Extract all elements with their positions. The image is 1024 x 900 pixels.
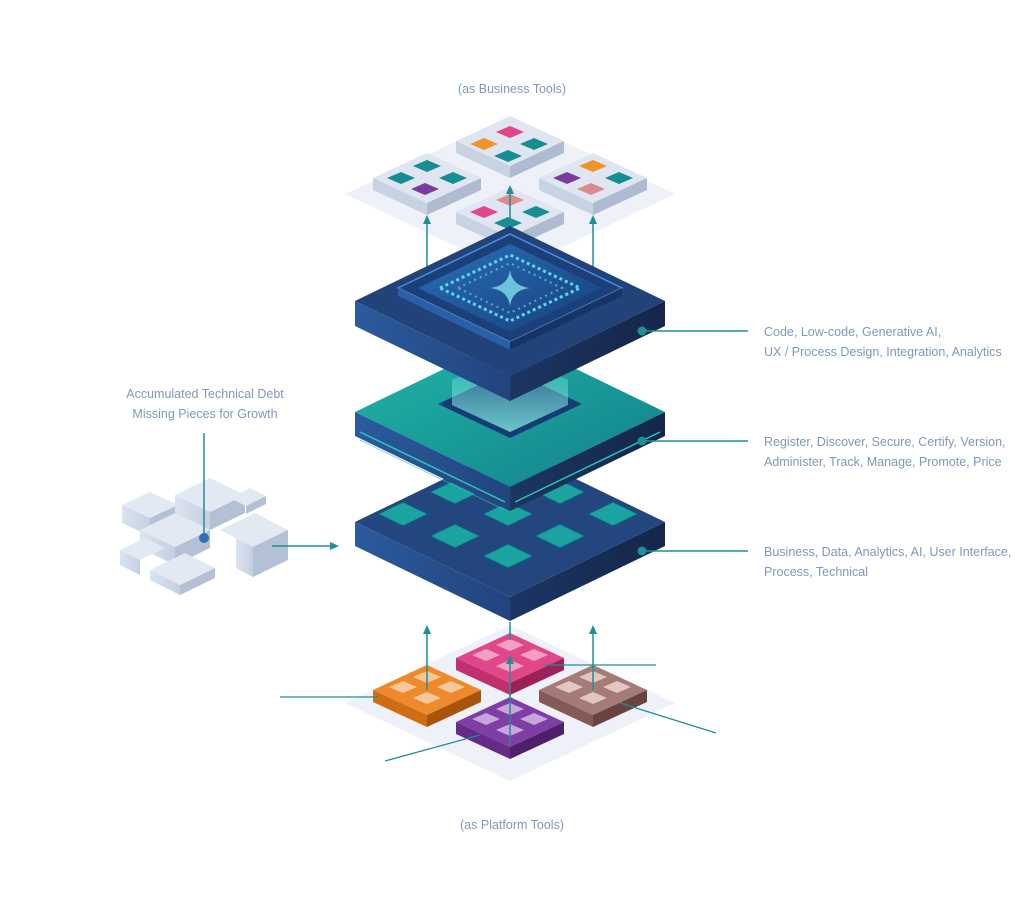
- debt-arrow: [272, 542, 339, 550]
- technical-debt-blocks: [120, 478, 288, 595]
- platform-tool-block: [456, 633, 564, 695]
- governance-layer-line2: Administer, Track, Manage, Promote, Pric…: [764, 455, 1002, 469]
- component-chips: [376, 479, 640, 569]
- business-tool-block: [539, 153, 647, 215]
- external-tool-lines: [280, 664, 717, 762]
- layer-connectors: [637, 326, 748, 556]
- processor-chip: [396, 233, 624, 350]
- platform-tools-caption: (as Platform Tools): [460, 818, 564, 832]
- debt-label-line2: Missing Pieces for Growth: [132, 407, 278, 421]
- business-tools-caption: (as Business Tools): [457, 82, 567, 96]
- development-layer-line1: Code, Low-code, Generative AI,: [764, 325, 942, 339]
- platform-tool-block: [373, 665, 481, 727]
- layer-development-slab: [355, 226, 665, 401]
- business-tool-block: [373, 153, 481, 215]
- technical-debt-label: Accumulated Technical Debt Missing Piece…: [100, 384, 310, 424]
- debt-marker-dot: [199, 533, 209, 543]
- components-layer-label: Business, Data, Analytics, AI, User Inte…: [764, 542, 1011, 582]
- development-layer-label: Code, Low-code, Generative AI, UX / Proc…: [764, 322, 1002, 362]
- governance-layer-line1: Register, Discover, Secure, Certify, Ver…: [764, 435, 1006, 449]
- upward-arrows-bottom: [423, 622, 597, 745]
- business-tool-block: [456, 116, 564, 178]
- governance-layer-label: Register, Discover, Secure, Certify, Ver…: [764, 432, 1006, 472]
- debt-pointer: [199, 433, 209, 543]
- components-layer-line1: Business, Data, Analytics, AI, User Inte…: [764, 545, 1012, 559]
- layer-components-slab: [355, 447, 665, 621]
- components-layer-line2: Process, Technical: [764, 565, 868, 579]
- development-layer-line2: UX / Process Design, Integration, Analyt…: [764, 345, 1002, 359]
- debt-label-line1: Accumulated Technical Debt: [126, 387, 284, 401]
